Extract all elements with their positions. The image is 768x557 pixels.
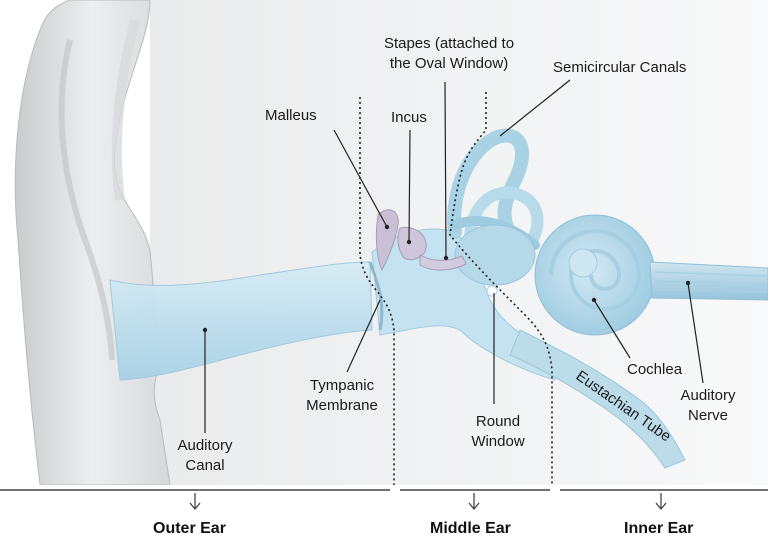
cochlea-spiral — [549, 229, 642, 311]
semicircular-canal-2 — [464, 186, 544, 256]
cochlea-apex — [568, 248, 598, 278]
semicircular-canal-1 — [447, 128, 530, 242]
label-canal-line2: Canal — [185, 457, 225, 474]
malleus-dot — [384, 224, 390, 230]
label-tympanic-line1: Tympanic — [309, 377, 375, 394]
label-round-window-line2: Window — [471, 433, 525, 450]
middle-inner-boundary — [449, 92, 553, 485]
section-outer-ear: Outer Ear — [153, 520, 226, 537]
nerve-fibers — [654, 271, 768, 293]
label-auditory-canal: Auditory Canal — [160, 436, 250, 476]
label-stapes-line2: the Oval Window) — [389, 55, 509, 72]
middle-ear-arrow — [468, 493, 480, 511]
nerve-leader — [687, 282, 704, 384]
cochlea-leader — [593, 299, 631, 359]
label-round-window-line1: Round — [475, 413, 521, 430]
round-window-dot — [486, 285, 498, 297]
stapes-dot — [443, 255, 449, 261]
eustachian-tube-shape — [509, 329, 686, 469]
label-semicircular-canals: Semicircular Canals — [553, 59, 687, 76]
tympanic-membrane-shape — [368, 261, 384, 331]
stapes-leader — [444, 81, 447, 259]
label-nerve-line1: Auditory — [680, 387, 736, 404]
pinna-fold — [58, 39, 115, 361]
outer-middle-boundary — [359, 97, 395, 485]
label-tympanic-membrane: Tympanic Membrane — [288, 376, 396, 416]
malleus-bone — [375, 209, 399, 272]
malleus-leader — [333, 129, 388, 228]
canal-dot — [202, 327, 208, 333]
inner-ear-arrow — [655, 493, 667, 511]
label-cochlea: Cochlea — [627, 361, 683, 378]
auditory-canal-shape — [109, 261, 373, 381]
vestibule — [454, 224, 536, 286]
section-inner-ear: Inner Ear — [624, 520, 694, 537]
pinna-rim — [111, 18, 140, 201]
label-tympanic-line2: Membrane — [306, 397, 378, 414]
stapes-bone — [419, 254, 467, 271]
incus-dot — [406, 239, 412, 245]
section-middle-ear: Middle Ear — [430, 520, 511, 537]
label-stapes-line1: Stapes (attached to — [383, 35, 515, 52]
section-footer — [0, 485, 768, 557]
label-auditory-nerve: Auditory Nerve — [668, 386, 748, 426]
label-incus: Incus — [391, 109, 427, 126]
label-canal-line1: Auditory — [177, 437, 233, 454]
tympanic-leader — [346, 299, 381, 373]
nerve-dot — [685, 280, 691, 286]
label-stapes: Stapes (attached to the Oval Window) — [360, 34, 538, 74]
label-malleus: Malleus — [265, 107, 317, 124]
semicircular-leader — [499, 79, 571, 137]
outer-ear-arrow — [189, 493, 201, 511]
incus-leader — [408, 129, 411, 243]
label-nerve-line2: Nerve — [687, 407, 728, 424]
incus-bone — [397, 226, 427, 261]
label-round-window: Round Window — [458, 412, 538, 452]
cochlea-dot — [591, 297, 597, 303]
